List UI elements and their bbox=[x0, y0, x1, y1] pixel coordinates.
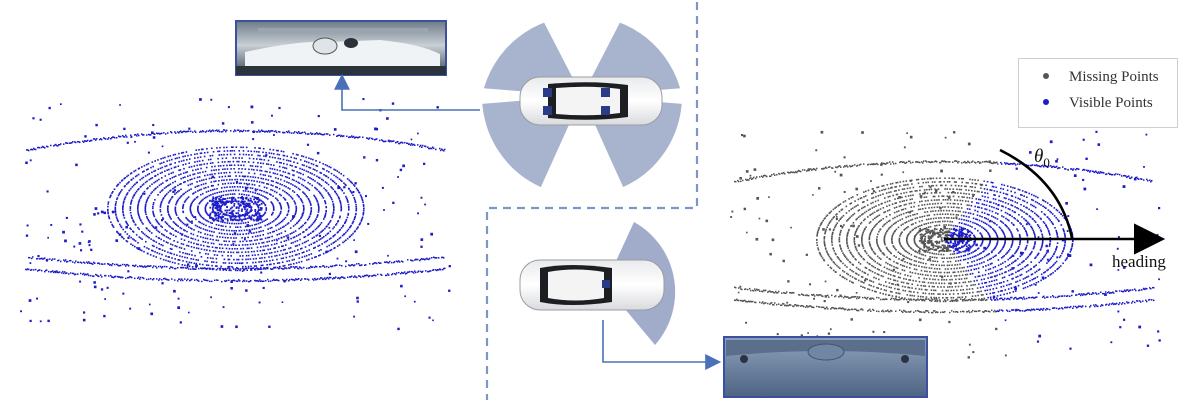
roof-lidar-photo bbox=[236, 21, 446, 75]
heading-label: heading bbox=[1112, 252, 1166, 272]
legend-item-missing: Missing Points bbox=[1019, 67, 1179, 87]
legend-label: Visible Points bbox=[1069, 93, 1153, 113]
front-lidar-photo bbox=[724, 337, 927, 397]
missing-points-swatch bbox=[1043, 73, 1049, 79]
car-front-lidar-icon bbox=[520, 260, 664, 310]
right-point-cloud bbox=[730, 131, 1161, 359]
left-point-cloud bbox=[20, 98, 451, 330]
legend-item-visible: Visible Points bbox=[1019, 93, 1179, 113]
car-top-view-icon bbox=[520, 77, 662, 125]
legend: Missing Points Visible Points bbox=[1018, 58, 1178, 128]
legend-label: Missing Points bbox=[1069, 67, 1159, 87]
visible-points-swatch bbox=[1043, 99, 1049, 105]
angle-label: θ0 bbox=[1034, 146, 1050, 171]
